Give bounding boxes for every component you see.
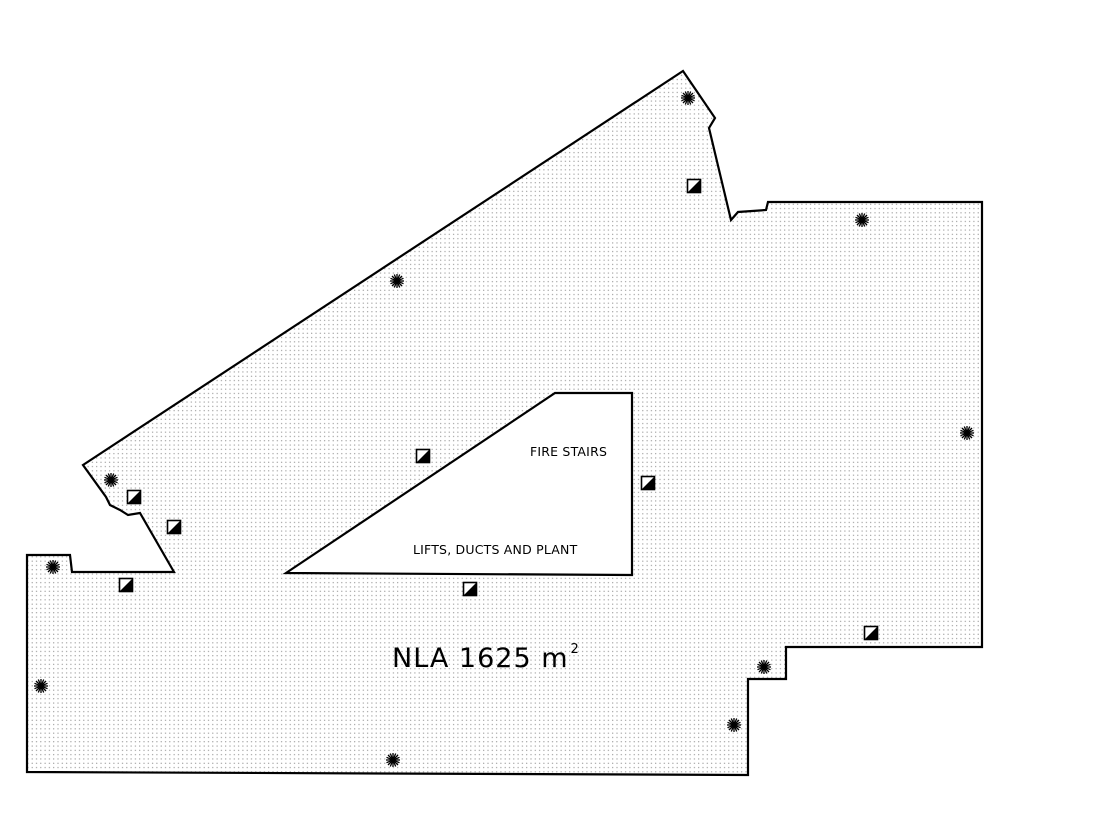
half-filled-square-icon bbox=[166, 519, 182, 535]
half-filled-square-icon bbox=[118, 577, 134, 593]
starburst-icon bbox=[681, 91, 695, 105]
starburst-icon bbox=[960, 426, 974, 440]
starburst-icon bbox=[390, 274, 404, 288]
half-filled-square-icon bbox=[686, 178, 702, 194]
starburst-icon bbox=[34, 679, 48, 693]
starburst-icon bbox=[855, 213, 869, 227]
half-filled-square-icon bbox=[126, 489, 142, 505]
half-filled-square-icon bbox=[863, 625, 879, 641]
starburst-icon bbox=[386, 753, 400, 767]
starburst-icon bbox=[104, 473, 118, 487]
starburst-icon bbox=[727, 718, 741, 732]
nla-area-text: NLA 1625 m bbox=[392, 643, 569, 674]
lifts-ducts-plant-label: LIFTS, DUCTS AND PLANT bbox=[413, 542, 578, 557]
nla-area-superscript: 2 bbox=[571, 642, 580, 657]
half-filled-square-icon bbox=[462, 581, 478, 597]
starburst-icon bbox=[757, 660, 771, 674]
floor-outline bbox=[25, 69, 984, 777]
fire-stairs-label: FIRE STAIRS bbox=[530, 444, 607, 459]
building-core bbox=[282, 391, 634, 577]
starburst-icon bbox=[46, 560, 60, 574]
half-filled-square-icon bbox=[640, 475, 656, 491]
half-filled-square-icon bbox=[415, 448, 431, 464]
